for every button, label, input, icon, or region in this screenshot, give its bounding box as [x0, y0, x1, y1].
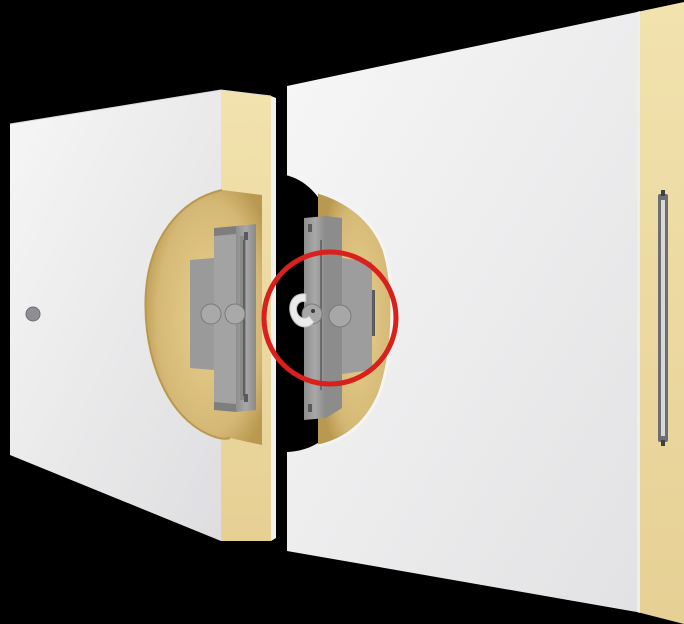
right-panel [285, 2, 684, 624]
edge-slot-icon [658, 190, 668, 446]
left-panel [10, 90, 276, 541]
